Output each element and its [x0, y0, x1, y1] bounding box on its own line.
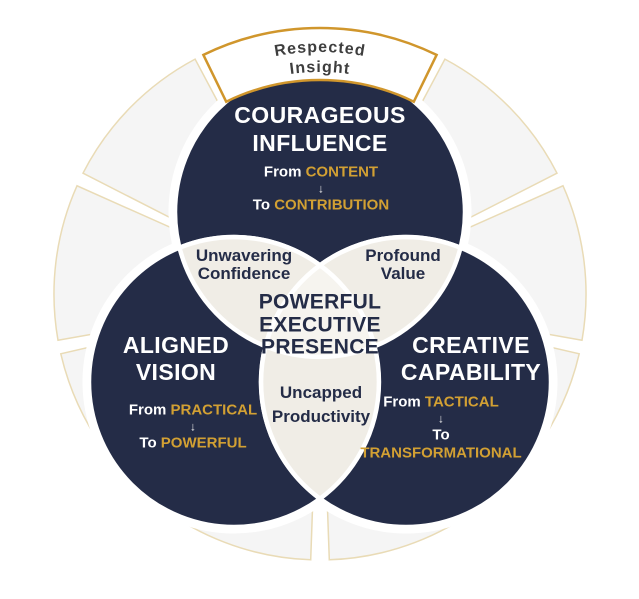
- right-title-line2: CAPABILITY: [400, 359, 542, 385]
- center-line1: POWERFUL: [258, 290, 382, 314]
- left-circle-fromto: From PRACTICAL ↓ To POWERFUL: [129, 402, 257, 453]
- respected-insight-badge: [201, 26, 439, 104]
- overlap-tr-line1: Profound: [365, 246, 441, 265]
- badge-label-respected: Respected: [273, 39, 366, 60]
- left-to-label: To: [139, 434, 157, 452]
- overlap-tl-line1: Unwavering: [195, 246, 293, 265]
- center-triple-region: [262, 262, 378, 360]
- center-line3: PRESENCE: [261, 335, 379, 359]
- overlap-bottom-label: Uncapped Productivity: [272, 381, 370, 429]
- left-from-value: PRACTICAL: [170, 401, 258, 419]
- top-from-label: From: [263, 163, 302, 181]
- overlap-top-right-label: Profound Value: [365, 247, 441, 283]
- center-line2: EXECUTIVE: [259, 312, 381, 336]
- overlap-top-left-label: Unwavering Confidence: [196, 247, 292, 283]
- right-from-line: From TACTICAL: [360, 394, 521, 412]
- left-to-value: POWERFUL: [160, 434, 247, 452]
- badge-text-line1: Respected: [273, 39, 367, 60]
- top-from-line: From CONTENT: [253, 164, 389, 182]
- right-to-label-line: To: [432, 426, 450, 444]
- left-title-line2: VISION: [135, 359, 217, 385]
- badge-text-line2: Insight: [289, 59, 351, 78]
- right-from-label: From: [383, 393, 421, 411]
- left-from-line: From PRACTICAL: [129, 402, 257, 420]
- left-from-label: From: [128, 401, 167, 419]
- right-title-line1: CREATIVE: [412, 332, 530, 358]
- right-from-value: TACTICAL: [424, 393, 499, 411]
- center-title: POWERFUL EXECUTIVE PRESENCE: [259, 291, 382, 359]
- down-arrow-icon: ↓: [190, 419, 196, 434]
- top-to-value: CONTRIBUTION: [274, 196, 390, 214]
- left-circle-title: ALIGNED VISION: [123, 332, 229, 386]
- top-to-line: To CONTRIBUTION: [253, 197, 389, 215]
- left-to-line: To POWERFUL: [129, 435, 257, 453]
- top-to-label: To: [252, 196, 271, 214]
- top-from-value: CONTENT: [305, 163, 379, 181]
- right-circle-fromto: From TACTICAL ↓ To TRANSFORMATIONAL: [360, 394, 521, 463]
- badge-label-insight: Insight: [289, 59, 350, 78]
- overlap-bottom-line1: Uncapped: [279, 383, 363, 402]
- top-circle-fromto: From CONTENT ↓ To CONTRIBUTION: [253, 164, 389, 215]
- top-title-line2: INFLUENCE: [252, 130, 388, 156]
- left-title-line1: ALIGNED: [122, 332, 230, 358]
- right-circle-title: CREATIVE CAPABILITY: [401, 332, 541, 386]
- overlap-bottom-line2: Productivity: [271, 407, 371, 426]
- down-arrow-icon: ↓: [438, 411, 444, 426]
- top-circle-title: COURAGEOUS INFLUENCE: [234, 101, 405, 157]
- overlap-tr-line2: Value: [380, 264, 426, 283]
- overlap-tl-line2: Confidence: [197, 264, 291, 283]
- right-to-value-line: TRANSFORMATIONAL: [360, 444, 522, 462]
- down-arrow-icon: ↓: [317, 181, 324, 196]
- top-title-line1: COURAGEOUS: [234, 102, 406, 128]
